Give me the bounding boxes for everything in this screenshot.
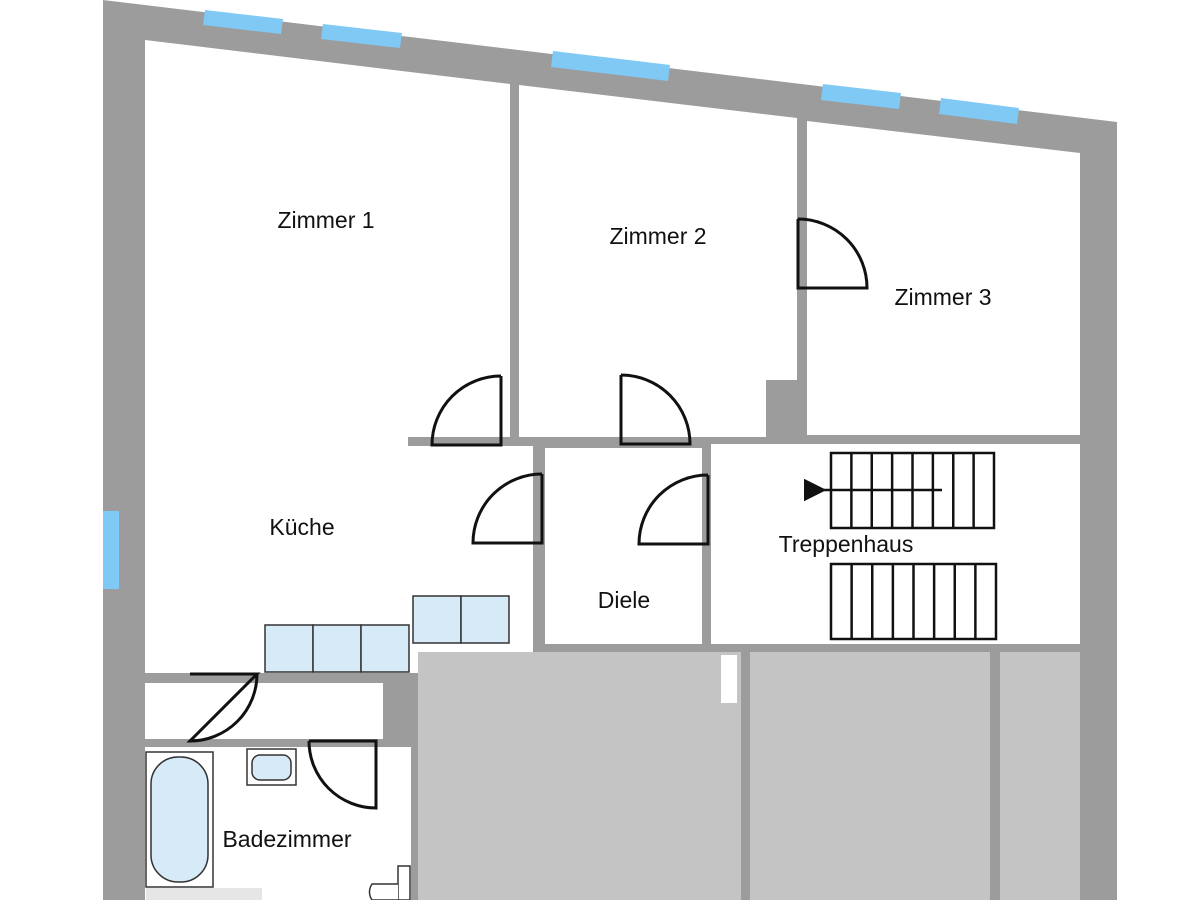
- kitchen-counters: [264, 595, 510, 673]
- staircase: [804, 451, 998, 641]
- neighbor-shaft: [721, 655, 737, 703]
- counter-unit: [360, 624, 410, 673]
- windows: [103, 10, 1019, 589]
- stair-flight-upper: [804, 451, 996, 530]
- counter-unit: [460, 595, 510, 644]
- window: [203, 10, 283, 34]
- counter-unit: [264, 624, 314, 673]
- diele-floor: [545, 448, 702, 644]
- zimmer-1-floor: [145, 40, 510, 437]
- room-labels: Zimmer 1 Zimmer 2 Zimmer 3 Küche Diele T…: [222, 207, 991, 852]
- passage-floor: [519, 380, 766, 437]
- counter-unit: [412, 595, 462, 644]
- zimmer-3-floor: [807, 121, 1080, 435]
- window: [551, 51, 670, 81]
- doors: [186, 217, 869, 810]
- zimmer-2-floor: [519, 85, 797, 380]
- window: [321, 24, 402, 48]
- toilet-bowl: [368, 883, 398, 900]
- neighbor-block-1: [418, 652, 741, 900]
- window: [821, 84, 901, 109]
- counter-unit: [312, 624, 362, 673]
- room-label-treppenhaus: Treppenhaus: [779, 531, 914, 557]
- room-floors: [145, 40, 1080, 900]
- stair-flight-lower: [829, 562, 998, 641]
- bathroom-fixtures: [145, 748, 411, 900]
- door-diele: [637, 473, 710, 546]
- neighbor-block-3: [1000, 652, 1080, 900]
- corridor-floor: [145, 683, 383, 739]
- door-badezimmer: [307, 739, 378, 810]
- door-zimmer2: [619, 373, 692, 446]
- room-label-badezimmer: Badezimmer: [222, 826, 351, 852]
- door-zimmer3: [796, 217, 869, 290]
- room-label-zimmer-3: Zimmer 3: [894, 284, 991, 310]
- room-label-kueche: Küche: [269, 514, 334, 540]
- stair-steps: [850, 564, 977, 639]
- door-zimmer1: [430, 374, 503, 447]
- bathtub-basin: [150, 756, 209, 883]
- door-corridor: [186, 672, 261, 743]
- room-label-zimmer-1: Zimmer 1: [277, 207, 374, 233]
- washbasin-bowl: [251, 754, 292, 781]
- bath-mat: [146, 888, 262, 900]
- treppenhaus-floor: [711, 444, 1080, 644]
- neighbor-block-2: [750, 652, 990, 900]
- room-label-diele: Diele: [598, 587, 650, 613]
- room-label-zimmer-2: Zimmer 2: [609, 223, 706, 249]
- toilet-tank: [397, 865, 411, 900]
- window: [103, 511, 119, 589]
- neighbor-area: [418, 652, 1080, 900]
- window: [939, 98, 1019, 124]
- door-kueche: [471, 472, 544, 545]
